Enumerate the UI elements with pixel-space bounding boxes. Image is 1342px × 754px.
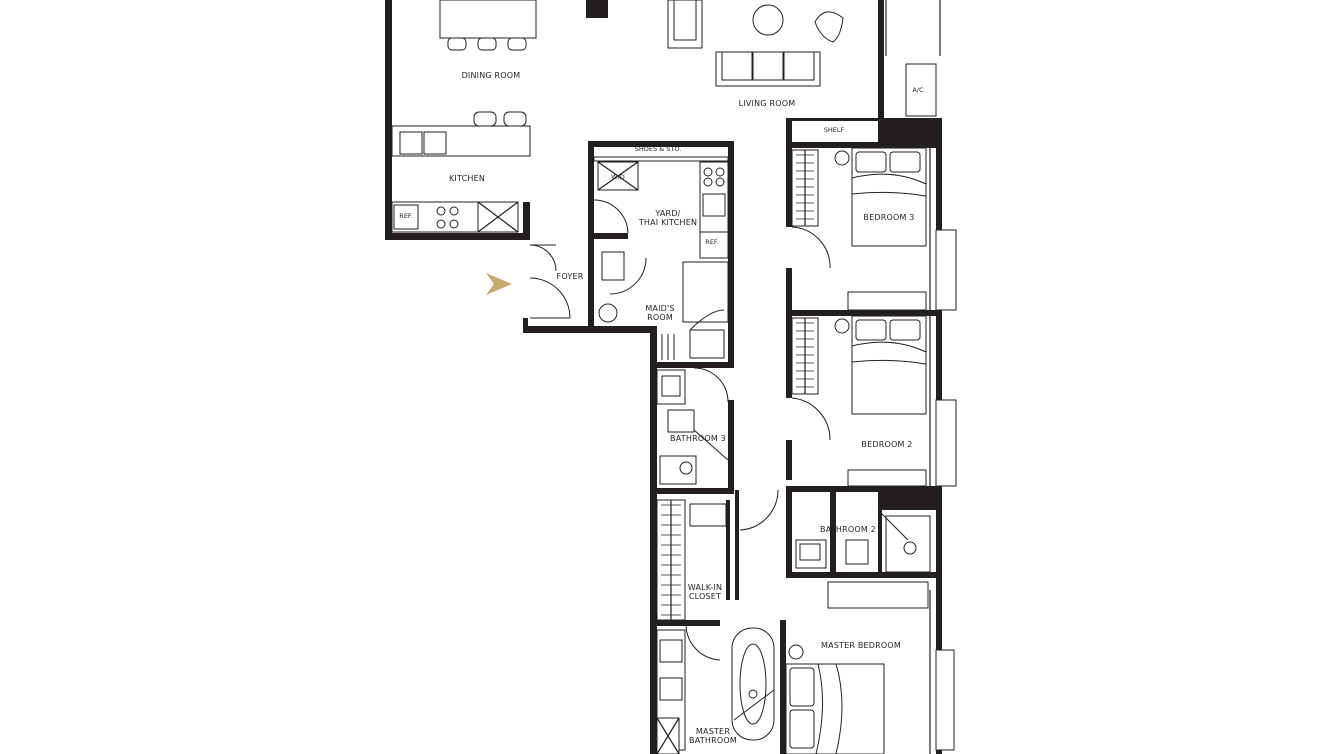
dining-furniture [439,0,537,127]
label-ref-kitchen: REF. [399,212,412,220]
label-bedroom-3: BEDROOM 3 [863,213,914,222]
label-bedroom-2: BEDROOM 2 [861,440,912,449]
label-kitchen: KITCHEN [449,174,485,183]
label-yard-line1: YARD/ [654,209,680,218]
maid-furniture [598,251,729,360]
label-bathroom-2: BATHROOM 2 [820,525,876,534]
doors [529,199,909,721]
label-walkin-line1: WALK-IN [688,583,722,592]
label-ref-yard: REF. [705,238,718,246]
yard-furniture [593,156,729,259]
fixture-labels: SHOES & STO. W/D REF. REF. SHELF A/C [399,86,924,246]
label-walkin-line2: CLOSET [689,592,721,601]
label-foyer: FOYER [557,272,584,281]
master-bedroom-furniture [785,581,929,754]
label-bathroom-3: BATHROOM 3 [670,434,726,443]
walls [385,0,942,754]
label-wd: W/D [611,173,625,181]
label-maid-line2: ROOM [647,313,673,322]
label-yard-line2: THAI KITCHEN [638,218,697,227]
master-bath-furniture [656,627,775,754]
bedroom2-furniture [791,315,927,487]
bathroom3-furniture [656,369,697,485]
kitchen-furniture [391,125,531,233]
walkin-hangers [656,499,727,621]
windows [885,0,957,754]
label-shelf: SHELF [824,126,845,134]
living-furniture [667,0,937,117]
label-dining-room: DINING ROOM [462,71,521,80]
entrance-arrow-icon [486,273,512,295]
bedroom3-furniture [791,147,927,311]
label-shoes: SHOES & STO. [635,145,682,153]
label-maid-line1: MAID'S [645,304,674,313]
label-master-bedroom: MASTER BEDROOM [821,641,901,650]
label-living-room: LIVING ROOM [739,99,796,108]
room-labels: DINING ROOM LIVING ROOM KITCHEN FOYER YA… [449,71,914,745]
label-ac: A/C [912,86,924,94]
label-master-bath-line1: MASTER [696,727,730,736]
label-master-bath-line2: BATHROOM [689,736,737,745]
